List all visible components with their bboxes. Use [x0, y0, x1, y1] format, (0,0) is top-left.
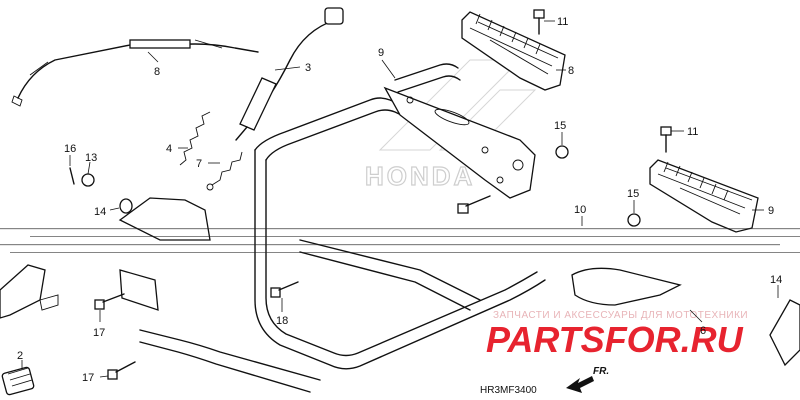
nut-lower	[627, 213, 641, 227]
callouts: 8 3 9 11 8 15 11 15 9 10 4 7 16 13 14 14	[17, 16, 782, 384]
diagram-code: HR3MF3400	[480, 385, 537, 396]
callout-3: 3	[305, 62, 311, 74]
bolt-upper	[533, 9, 545, 35]
bolt-18	[270, 281, 299, 298]
scan-band	[0, 228, 800, 253]
gear-pedal	[571, 267, 800, 367]
callout-14-left: 14	[94, 206, 106, 218]
footpeg-lower	[649, 159, 759, 233]
callout-8-upper: 8	[568, 65, 574, 77]
spring-4	[179, 111, 211, 166]
callout-13: 13	[85, 152, 97, 164]
callout-15-lower: 15	[627, 188, 639, 200]
brake-pedal-bracket	[0, 197, 211, 319]
callout-4: 4	[166, 143, 172, 155]
callout-5: 8	[154, 66, 160, 78]
callout-10: 10	[574, 204, 586, 216]
nut-upper	[555, 145, 569, 159]
bolt-lower	[660, 126, 672, 153]
callout-8-lower: 9	[768, 205, 774, 217]
brake-cable	[11, 39, 259, 107]
shop-brand-stamp: PARTSFOR.RU	[486, 319, 744, 360]
bolt-17b	[107, 361, 136, 380]
callout-6: 6	[700, 325, 706, 337]
shop-caption: ЗАПЧАСТИ И АКСЕССУАРЫ ДЛЯ МОТОТЕХНИКИ	[493, 310, 748, 321]
callout-17-lower: 17	[82, 372, 94, 384]
callout-14-right: 14	[770, 274, 782, 286]
cotter-pin	[69, 167, 75, 185]
brake-pedal-pad	[1, 366, 35, 396]
spring-7	[206, 151, 243, 191]
honda-watermark-text: HONDA	[365, 161, 475, 191]
callout-11-lower: 11	[687, 126, 698, 138]
callout-18: 18	[276, 315, 288, 327]
honda-watermark-logo: HONDA	[364, 59, 537, 192]
frame-bracket	[383, 86, 536, 199]
callout-15-upper: 15	[554, 120, 566, 132]
front-direction-label: FR.	[593, 366, 609, 377]
bolt-17a	[94, 293, 125, 310]
footpeg-upper	[461, 11, 566, 91]
callout-17-upper: 17	[93, 327, 105, 339]
washer	[81, 173, 95, 187]
main-frame-tube	[139, 63, 546, 393]
clutch-cable	[235, 7, 344, 141]
callout-11-upper: 11	[557, 16, 568, 28]
callout-16: 16	[64, 143, 76, 155]
callout-2: 2	[17, 350, 23, 362]
bracket-bolt	[457, 195, 491, 214]
front-direction-arrow: FR.	[566, 366, 609, 393]
callout-7: 7	[196, 158, 202, 170]
bushing	[119, 198, 133, 214]
callout-9: 9	[378, 47, 384, 59]
